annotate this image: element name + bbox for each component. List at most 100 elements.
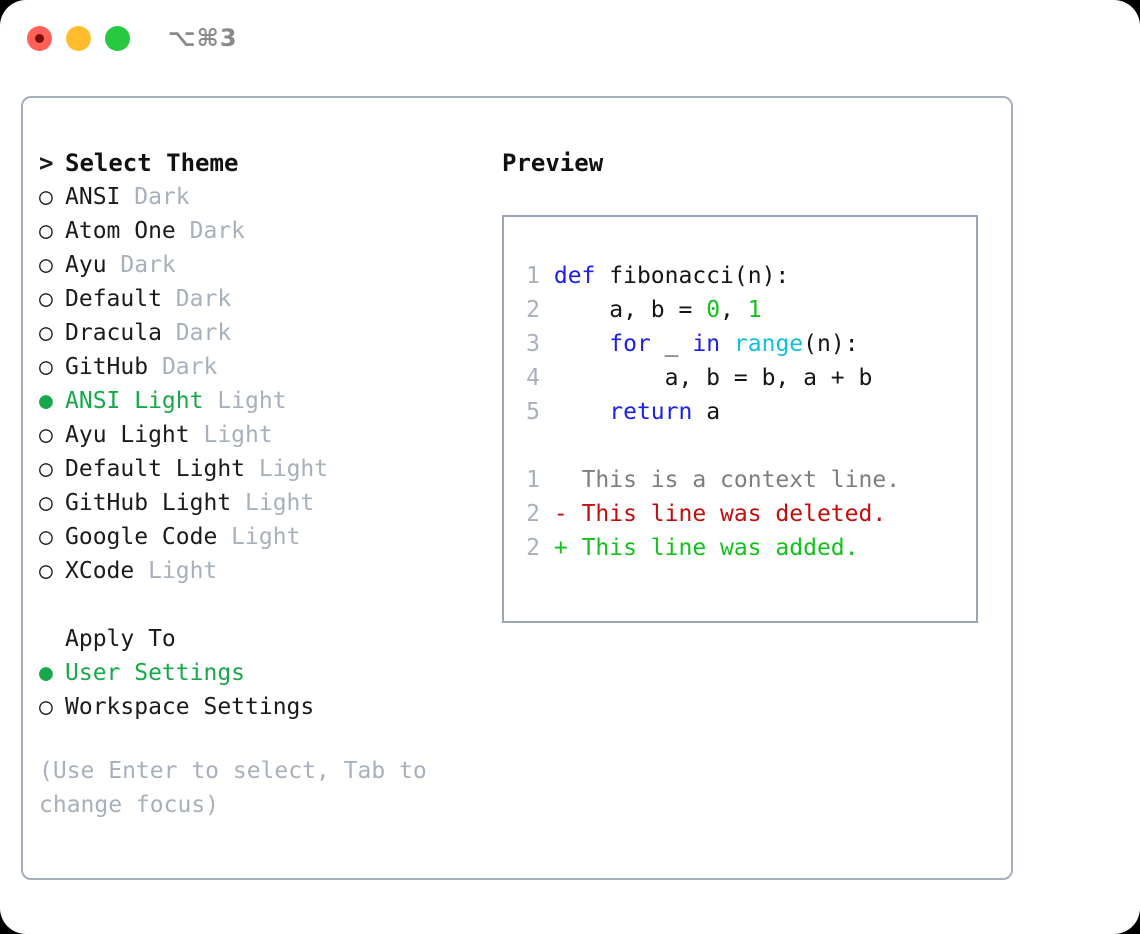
maximize-window-button[interactable] <box>105 26 130 51</box>
radio-unselected-icon: ○ <box>39 694 53 720</box>
theme-variant-label: Dark <box>189 218 246 244</box>
theme-list-item[interactable]: ○ GitHub Light Light <box>39 486 499 520</box>
diff-marker: - <box>553 501 582 527</box>
theme-name-label: XCode <box>65 558 149 584</box>
code-token: (n): <box>803 331 859 357</box>
code-token <box>720 331 734 357</box>
theme-variant-label: Light <box>203 422 273 448</box>
code-token <box>554 399 609 425</box>
prompt-caret-icon: > <box>39 149 54 177</box>
radio-unselected-icon: ○ <box>39 184 53 210</box>
list-spacer <box>39 588 499 622</box>
diff-line: 2 + This line was added. <box>518 531 900 565</box>
theme-list-item[interactable]: ○Dracula Dark <box>39 316 499 350</box>
code-token: return <box>609 399 693 425</box>
code-line-number: 2 <box>526 297 540 323</box>
code-token: 0 <box>706 297 721 323</box>
select-theme-heading: >Select Theme <box>39 146 499 180</box>
code-token: range <box>733 331 804 357</box>
code-token: def <box>553 263 596 289</box>
radio-unselected-icon: ○ <box>39 558 53 584</box>
theme-list-item[interactable]: ○ XCode Light <box>39 554 499 588</box>
code-line: 5 return a <box>518 395 900 429</box>
apply-to-list-item[interactable]: ● User Settings <box>39 656 499 690</box>
radio-unselected-icon: ○ <box>39 456 53 482</box>
theme-name-label: Default <box>65 286 176 312</box>
apply-to-heading: Apply To <box>65 626 176 652</box>
diff-line: 1 This is a context line. <box>518 463 900 497</box>
theme-list-item[interactable]: ○Default Light Light <box>39 452 499 486</box>
diff-marker: + <box>553 535 582 561</box>
code-line: 2 a, b = 0, 1 <box>518 293 900 327</box>
diff-line: 2 - This line was deleted. <box>518 497 900 531</box>
theme-variant-label: Dark <box>175 286 232 312</box>
main-panel: >Select Theme ○ ANSI Dark ○ Atom One Dark ○ A… <box>21 96 1013 880</box>
apply-to-label: Workspace Settings <box>65 694 315 720</box>
theme-list-item[interactable]: ○ ANSI Dark <box>39 180 499 214</box>
theme-variant-label: Dark <box>134 184 190 210</box>
theme-selector-column: >Select Theme ○ ANSI Dark ○ Atom One Dark ○ A… <box>39 146 499 822</box>
code-line-number: 1 <box>526 263 540 289</box>
close-window-button[interactable] <box>27 26 52 51</box>
keyboard-shortcut-label: ⌥⌘3 <box>168 24 238 52</box>
theme-variant-label: Light <box>231 524 301 550</box>
theme-name-label: Atom One <box>65 218 190 244</box>
code-token: 1 <box>747 297 762 323</box>
radio-unselected-icon: ○ <box>39 524 53 550</box>
theme-list-item[interactable]: ○ Ayu Dark <box>39 248 499 282</box>
theme-variant-label: Dark <box>175 320 232 346</box>
diff-line-number: 1 <box>526 467 540 493</box>
radio-unselected-icon: ○ <box>39 320 53 346</box>
theme-list-item[interactable]: ○Default Dark <box>39 282 499 316</box>
code-blank-line <box>518 429 900 463</box>
radio-unselected-icon: ○ <box>39 354 53 380</box>
theme-list-item[interactable]: ○ Atom One Dark <box>39 214 499 248</box>
code-token: a, b = b, a + b <box>553 365 873 391</box>
code-line: 4 a, b = b, a + b <box>518 361 900 395</box>
theme-name-label: Ayu Light <box>65 422 204 448</box>
theme-variant-label: Dark <box>161 354 218 380</box>
theme-list-item[interactable]: ● ANSI Light Light <box>39 384 499 418</box>
preview-title: Preview <box>502 149 604 177</box>
code-line-number: 4 <box>526 365 540 391</box>
code-token <box>554 331 609 357</box>
theme-name-label: Google Code <box>65 524 232 550</box>
minimize-window-button[interactable] <box>66 26 91 51</box>
radio-selected-icon: ● <box>39 388 53 414</box>
theme-list-item[interactable]: ○ Ayu Light Light <box>39 418 499 452</box>
theme-name-label: Default Light <box>65 456 259 482</box>
theme-variant-label: Light <box>148 558 218 584</box>
theme-variant-label: Dark <box>120 252 176 278</box>
preview-column: Preview 1 def fibonacci(n):2 a, b = 0, 1… <box>502 146 1002 623</box>
theme-name-label: GitHub Light <box>65 490 246 516</box>
apply-to-list-item[interactable]: ○ Workspace Settings <box>39 690 499 724</box>
code-line: 1 def fibonacci(n): <box>518 259 900 293</box>
theme-list-item[interactable]: ○ Google Code Light <box>39 520 499 554</box>
theme-variant-label: Light <box>217 388 287 414</box>
code-token: a <box>692 399 721 425</box>
theme-variant-label: Light <box>245 490 315 516</box>
radio-unselected-icon: ○ <box>39 490 53 516</box>
code-token: for <box>609 331 651 357</box>
code-token: _ <box>650 331 693 357</box>
diff-text: This line was added. <box>581 535 859 561</box>
diff-line-number: 2 <box>526 501 540 527</box>
diff-text: This line was deleted. <box>581 501 887 527</box>
theme-name-label: ANSI Light <box>65 388 218 414</box>
radio-unselected-icon: ○ <box>39 422 53 448</box>
radio-unselected-icon: ○ <box>39 252 53 278</box>
theme-name-label: ANSI <box>65 184 135 210</box>
diff-line-number: 2 <box>526 535 540 561</box>
radio-unselected-icon: ○ <box>39 218 53 244</box>
theme-list-item[interactable]: ○GitHub Dark <box>39 350 499 384</box>
theme-name-label: Ayu <box>65 252 121 278</box>
code-token: in <box>692 331 721 357</box>
apply-to-list: ● User Settings ○ Workspace Settings <box>39 656 499 724</box>
theme-list: ○ANSI Dark○Atom One Dark○Ayu Dark○Defaul… <box>39 180 499 588</box>
radio-selected-icon: ● <box>39 660 53 686</box>
code-line: 3 for _ in range(n): <box>518 327 900 361</box>
apply-to-label: User Settings <box>65 660 246 686</box>
